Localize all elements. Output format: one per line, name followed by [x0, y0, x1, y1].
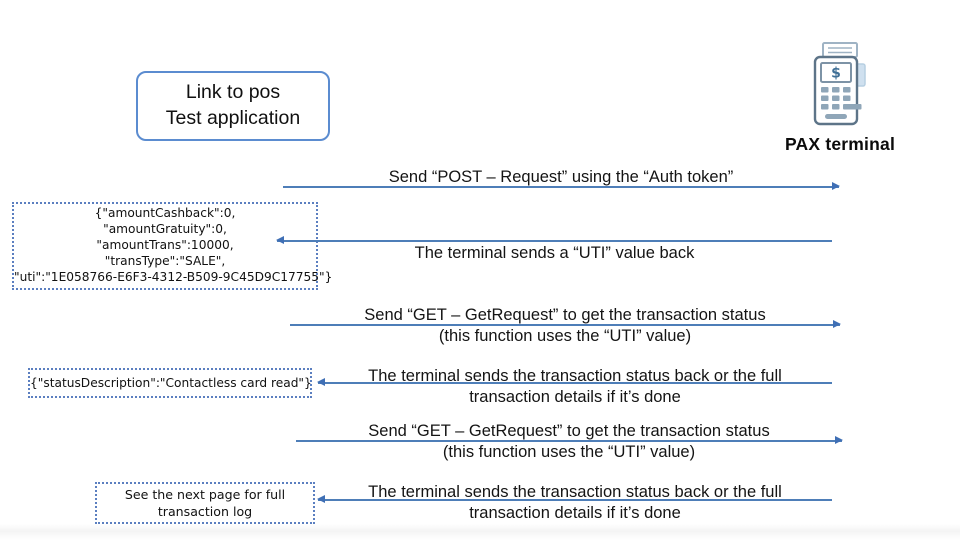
pax-payment-terminal-icon: $ [813, 42, 866, 126]
arrow-uti-response [276, 236, 832, 246]
arrow-status-response-1 [317, 378, 832, 388]
arrow-shaft [318, 499, 832, 501]
actor-pax-terminal[interactable]: $ PAX terminal [757, 38, 923, 155]
arrow-get-status-1 [290, 320, 841, 330]
note-json-line-4: "transType":"SALE", [104, 253, 226, 268]
arrow-head-left-icon [276, 236, 284, 244]
note-json-line-3: "amountTrans":10000, [96, 238, 234, 253]
message-get-status-1-line-2: (this function uses the “UTI” value) [438, 327, 692, 346]
message-status-response-1-line-2: transaction details if it’s done [469, 388, 681, 407]
message-label-status-response-2: The terminal sends the transaction statu… [318, 482, 832, 524]
message-status-response-2-line-2: transaction details if it’s done [469, 504, 681, 523]
note-json-line-1: {"amountCashback":0, [94, 206, 236, 221]
note-next-line-2: transaction log [157, 504, 253, 519]
note-json-line-2: "amountGratuity":0, [103, 222, 227, 237]
message-status-response-1-line-1: The terminal sends the transaction statu… [368, 367, 782, 385]
note-json-line-5: "uti":"1E058766-E6F3-4312-B509-9C45D9C17… [14, 269, 333, 284]
note-json-request-payload: {"amountCashback":0, "amountGratuity":0,… [12, 202, 333, 290]
arrow-shaft [290, 324, 840, 326]
actor-client-line-1: Link to pos [185, 81, 281, 104]
arrow-head-right-icon [833, 320, 841, 328]
arrow-shaft [318, 382, 832, 384]
arrow-shaft [296, 440, 842, 442]
arrow-head-left-icon [317, 378, 325, 386]
message-label-get-status-1: Send “GET – GetRequest” to get the trans… [290, 305, 840, 347]
note-json-status-payload: {"statusDescription":"Contactless card r… [28, 368, 312, 398]
arrow-head-left-icon [317, 495, 325, 503]
arrow-head-right-icon [835, 436, 843, 444]
note-status-line-1: {"statusDescription":"Contactless card r… [30, 376, 312, 390]
actor-pax-terminal-label: PAX terminal [784, 134, 896, 154]
actor-client-line-2: Test application [165, 107, 301, 129]
arrow-head-right-icon [832, 182, 840, 190]
message-label-uti-response: The terminal sends a “UTI” value back [277, 243, 832, 264]
message-get-status-2-line-1: Send “GET – GetRequest” to get the trans… [368, 422, 770, 440]
message-status-response-2-line-1: The terminal sends the transaction statu… [368, 483, 782, 501]
message-label-status-response-1: The terminal sends the transaction statu… [318, 366, 832, 408]
message-get-status-1-line-1: Send “GET – GetRequest” to get the trans… [364, 306, 766, 324]
arrow-get-status-2 [296, 436, 843, 446]
note-see-next-page: See the next page for full transaction l… [95, 482, 315, 524]
arrow-shaft [283, 186, 839, 188]
slide-bottom-edge [0, 524, 960, 540]
message-post-request-line-1: Send “POST – Request” using the “Auth to… [388, 168, 734, 186]
actor-box-client-application[interactable]: Link to pos Test application [136, 71, 330, 141]
message-get-status-2-line-2: (this function uses the “UTI” value) [442, 443, 696, 462]
message-uti-response-line-1: The terminal sends a “UTI” value back [414, 244, 695, 262]
arrow-shaft [277, 240, 832, 242]
message-label-get-status-2: Send “GET – GetRequest” to get the trans… [296, 421, 842, 463]
message-label-post-request: Send “POST – Request” using the “Auth to… [283, 167, 839, 188]
svg-text:$: $ [831, 66, 841, 82]
note-next-line-1: See the next page for full [124, 486, 286, 502]
arrow-post-request [283, 182, 840, 192]
arrow-status-response-2 [317, 495, 832, 505]
